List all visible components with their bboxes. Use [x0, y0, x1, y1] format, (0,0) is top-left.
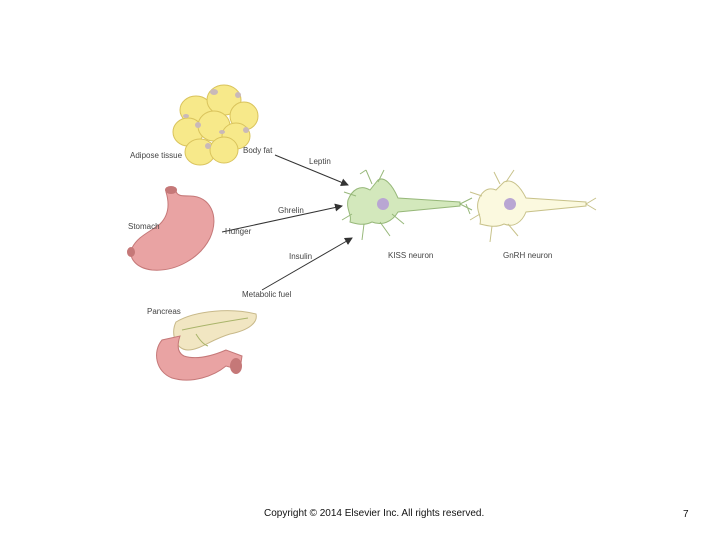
- label-kiss-neuron: KISS neuron: [388, 251, 434, 260]
- label-insulin: Insulin: [289, 252, 313, 261]
- label-leptin: Leptin: [309, 157, 331, 166]
- kiss-neuron-illustration: [341, 169, 473, 241]
- copyright-notice: Copyright © 2014 Elsevier Inc. All right…: [264, 508, 485, 519]
- signal-arrows: [221, 154, 353, 291]
- label-pancreas: Pancreas: [147, 307, 181, 316]
- label-hunger: Hunger: [225, 227, 252, 236]
- pancreas-illustration: [156, 310, 257, 381]
- stomach-illustration: [127, 186, 215, 271]
- ghrelin-arrow: [221, 203, 343, 233]
- label-metabolic-fuel: Metabolic fuel: [242, 290, 292, 299]
- page-number: 7: [683, 509, 689, 520]
- leptin-arrow: [274, 154, 349, 187]
- insulin-arrow: [261, 237, 353, 291]
- label-body-fat: Body fat: [243, 146, 273, 155]
- label-gnrh-neuron: GnRH neuron: [503, 251, 553, 260]
- adipose-tissue-illustration: [172, 84, 259, 166]
- label-stomach: Stomach: [128, 222, 160, 231]
- label-adipose-tissue: Adipose tissue: [130, 151, 183, 160]
- gnrh-neuron-illustration: [469, 169, 597, 243]
- label-ghrelin: Ghrelin: [278, 206, 304, 215]
